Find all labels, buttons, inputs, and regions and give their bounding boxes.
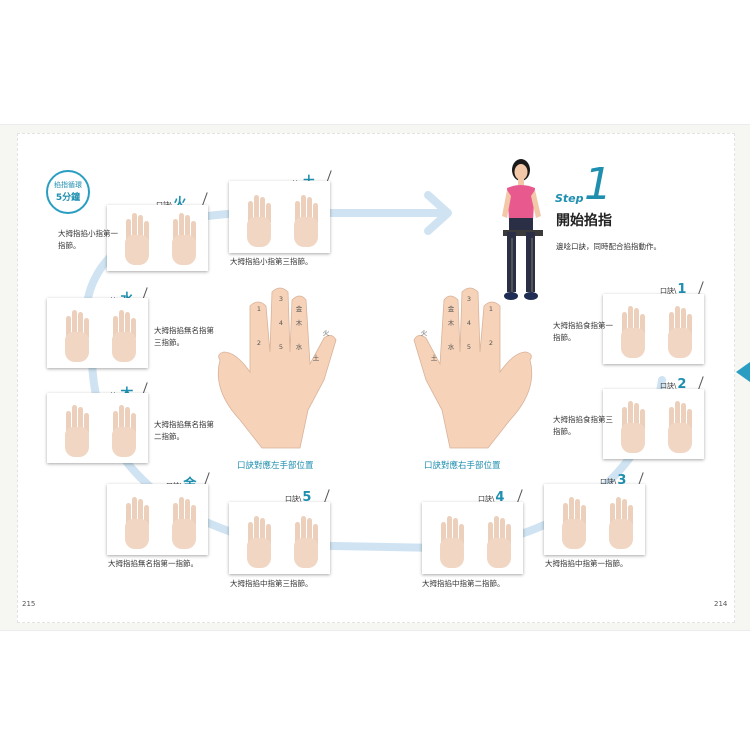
right-mark: 木 (448, 318, 455, 327)
hand-photo (291, 189, 321, 247)
kj-label: 口訣 (660, 287, 674, 295)
hand-photo (62, 399, 92, 457)
card-symbol: 1 (677, 282, 687, 297)
card-symbol: 3 (617, 473, 627, 488)
hand-photo (169, 207, 199, 265)
kj-tag: 口訣\1 (660, 282, 687, 297)
left-mark: 5 (279, 343, 283, 351)
side-tab-marker[interactable] (736, 362, 750, 382)
page-number-right: 214 (714, 600, 728, 608)
right-mark: 土 (431, 353, 438, 362)
step-title: 開始掐指 (556, 213, 612, 229)
hand-photo (169, 491, 199, 549)
left-mark: 火 (323, 329, 330, 337)
hand-photo-card (107, 205, 208, 271)
right-mark: 3 (467, 295, 471, 303)
card-caption: 大拇指掐食指第三指節。 (553, 415, 613, 436)
hand-photo (618, 395, 648, 453)
right-hand-label: 口訣對應右手部位置 (424, 461, 501, 471)
right-mark: 1 (489, 305, 493, 313)
left-mark: 金 (296, 304, 303, 313)
left-mark: 1 (257, 305, 261, 313)
card-symbol: 2 (677, 377, 687, 392)
right-mark: 4 (467, 319, 471, 327)
card-caption: 大拇指掐無名指第二指節。 (154, 420, 214, 441)
hand-photo-card (229, 181, 330, 253)
kj-tag: 口訣\2 (660, 377, 687, 392)
card-symbol: 4 (495, 490, 505, 505)
left-mark: 4 (279, 319, 283, 327)
right-mark: 金 (448, 304, 455, 313)
hand-photo (606, 491, 636, 549)
hand-photo-card (47, 393, 148, 463)
hand-photo (62, 304, 92, 362)
badge-line1: 掐指循環 (54, 181, 82, 189)
hand-photo (665, 300, 695, 358)
kj-label: 口訣 (478, 495, 492, 503)
hand-photo-card (603, 294, 704, 364)
hand-photo (437, 510, 467, 568)
left-mark: 木 (296, 318, 303, 327)
hand-photo (291, 510, 321, 568)
card-caption: 大拇指掐小指第一指節。 (58, 229, 118, 250)
left-mark: 水 (296, 342, 303, 351)
hand-photo (244, 189, 274, 247)
card-symbol: 5 (302, 490, 312, 505)
hand-photo (122, 491, 152, 549)
hand-photo-card (603, 389, 704, 459)
kj-tag: 口訣\5 (285, 490, 312, 505)
seated-woman-photo (502, 159, 543, 300)
right-mark: 火 (421, 329, 428, 337)
left-hand-diagram (217, 287, 337, 449)
hand-photo (122, 207, 152, 265)
right-mark: 2 (489, 339, 493, 347)
step-word: Step (555, 192, 584, 205)
hand-photo-card (107, 484, 208, 555)
left-mark: 土 (313, 353, 320, 362)
timer-badge: 掐指循環 5分鐘 (46, 170, 90, 214)
hand-photo (484, 510, 514, 568)
card-caption: 大拇指掐中指第一指節。 (545, 559, 628, 568)
left-mark: 2 (257, 339, 261, 347)
left-hand-label: 口訣對應左手部位置 (237, 461, 314, 471)
card-caption: 大拇指掐無名指第一指節。 (108, 559, 198, 568)
hand-photo-card (544, 484, 645, 555)
hand-photo (244, 510, 274, 568)
kj-tag: 口訣\3 (600, 473, 627, 488)
hand-photo-card (422, 502, 523, 574)
card-caption: 大拇指掐食指第一指節。 (553, 321, 613, 342)
page-number-left: 215 (22, 600, 36, 608)
hand-photo (109, 399, 139, 457)
card-caption: 大拇指掐中指第二指節。 (422, 579, 505, 588)
kj-tag: 口訣\4 (478, 490, 505, 505)
badge-line2: 5分鐘 (55, 193, 81, 203)
hand-photo (559, 491, 589, 549)
hand-photo-card (229, 502, 330, 574)
kj-label: 口訣 (660, 382, 674, 390)
kj-label: 口訣 (600, 478, 614, 486)
left-mark: 3 (279, 295, 283, 303)
right-mark: 水 (448, 342, 455, 351)
right-mark: 5 (467, 343, 471, 351)
hand-photo (665, 395, 695, 453)
hand-photo (109, 304, 139, 362)
step-number: 1 (584, 159, 612, 210)
right-hand-diagram (413, 287, 533, 449)
step-description: 邊唸口訣，同時配合掐指動作。 (556, 242, 661, 251)
kj-label: 口訣 (285, 495, 299, 503)
card-caption: 大拇指掐無名指第三指節。 (154, 326, 214, 347)
card-caption: 大拇指掐中指第三指節。 (230, 579, 313, 588)
hand-photo-card (47, 298, 148, 368)
hand-photo (618, 300, 648, 358)
card-caption: 大拇指掐小指第三指節。 (230, 257, 313, 266)
